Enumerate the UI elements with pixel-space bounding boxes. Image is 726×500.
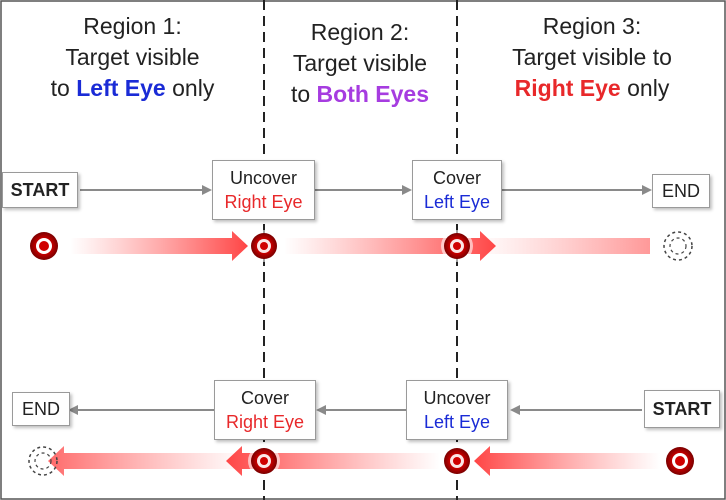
- top-step1-eye: Right Eye: [224, 192, 303, 212]
- region-2-title: Region 2:: [310, 19, 410, 45]
- region-1-header: Region 1: Target visible to Left Eye onl…: [20, 11, 245, 104]
- bottom-target-icon-2: [248, 445, 280, 477]
- top-target-icon-2: [441, 230, 473, 262]
- bottom-step1-action: Cover: [240, 388, 289, 408]
- top-uncover-right-eye-box: Uncover Right Eye: [212, 160, 315, 220]
- region-3-line3: Right Eye only: [514, 75, 670, 101]
- top-trail-3: [474, 238, 650, 254]
- region-3-header: Region 3: Target visible to Right Eye on…: [472, 11, 712, 104]
- region-3-title: Region 3:: [542, 13, 642, 39]
- region-2-line2: Target visible: [292, 50, 428, 76]
- region-1-title: Region 1:: [83, 13, 182, 39]
- top-start-target-icon: [30, 232, 58, 260]
- top-step1-action: Uncover: [229, 168, 298, 188]
- top-start-box: START: [2, 172, 78, 208]
- bottom-start-target-icon: [666, 447, 694, 475]
- top-cover-left-eye-box: Cover Left Eye: [412, 160, 502, 220]
- region-3-line2: Target visible to: [512, 44, 672, 70]
- bottom-start-label: START: [652, 399, 712, 419]
- region-2-line3: to Both Eyes: [290, 81, 430, 107]
- both-eyes-highlight: Both Eyes: [316, 81, 430, 107]
- top-end-ghost-target-icon: [663, 231, 693, 261]
- bottom-target-icon-1: [441, 445, 473, 477]
- bottom-end-label: END: [21, 399, 60, 419]
- top-step2-eye: Left Eye: [423, 192, 491, 212]
- top-end-box: END: [652, 174, 710, 208]
- bottom-target-path: [28, 445, 694, 477]
- bottom-end-box: END: [12, 392, 70, 426]
- bottom-step2-eye: Left Eye: [423, 412, 491, 432]
- bottom-uncover-left-eye-box: Uncover Left Eye: [406, 380, 508, 440]
- top-target-path: [30, 230, 693, 262]
- left-eye-highlight: Left Eye: [76, 75, 166, 101]
- top-end-label: END: [661, 181, 700, 201]
- bottom-step1-eye: Right Eye: [225, 412, 305, 432]
- region-1-line3: to Left Eye only: [50, 75, 215, 101]
- bottom-trail-2: [226, 446, 440, 476]
- top-step2-action: Cover: [432, 168, 481, 188]
- top-target-icon-1: [248, 230, 280, 262]
- bottom-trail-1: [474, 446, 660, 476]
- bottom-trail-3: [48, 446, 246, 476]
- bottom-cover-right-eye-box: Cover Right Eye: [214, 380, 316, 440]
- top-trail-1: [70, 231, 248, 261]
- top-start-label: START: [10, 180, 70, 200]
- bottom-start-box: START: [644, 390, 720, 428]
- right-eye-highlight: Right Eye: [514, 75, 621, 101]
- region-2-header: Region 2: Target visible to Both Eyes: [270, 17, 450, 110]
- bottom-step2-action: Uncover: [423, 388, 491, 408]
- bottom-end-ghost-target-icon: [28, 446, 58, 476]
- region-1-line2: Target visible: [65, 44, 200, 70]
